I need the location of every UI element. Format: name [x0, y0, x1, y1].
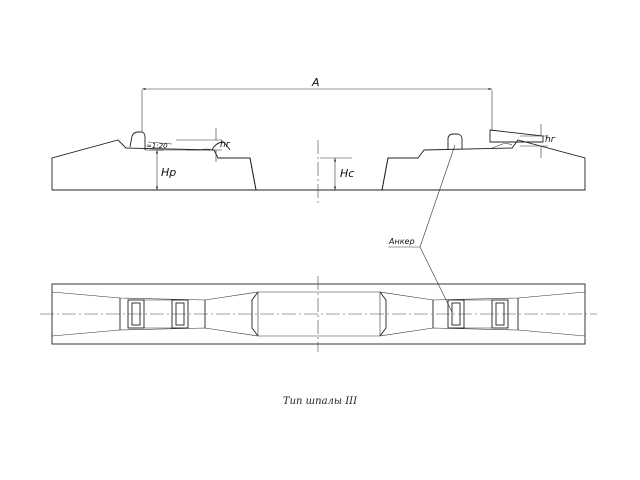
plan-view: [40, 276, 597, 352]
side-view: A ≈1:20 hг hг Hр Hc: [51, 76, 586, 205]
drawing-caption: Тип шпалы III: [283, 396, 358, 407]
anchor-callout: Анкер: [388, 144, 456, 313]
right-shoulder: [447, 133, 463, 150]
slope-leader: [147, 141, 173, 145]
left-pad-bump: [211, 141, 231, 151]
hr-label: Hр: [161, 166, 176, 179]
anchor-leader-bottom: [419, 246, 453, 313]
side-view-outline: [51, 139, 586, 191]
left-shoulder: [129, 131, 146, 150]
anchor-leader-top: [419, 144, 456, 248]
hc-label: Hc: [340, 167, 354, 180]
right-rail-stub: [489, 129, 544, 143]
slope-label: ≈1:20: [146, 142, 168, 150]
plan-taper-top: [51, 291, 586, 301]
right-rail-seat: [491, 143, 513, 149]
middle-recess: [249, 157, 389, 191]
hg-left-label: hг: [220, 140, 231, 150]
plan-right-pad: [464, 299, 492, 329]
hg-right-ext: [520, 135, 548, 147]
plan-taper-bottom: [51, 327, 586, 337]
plan-left-pad: [144, 299, 172, 329]
dim-a-label: A: [311, 76, 320, 89]
hg-right-label: hг: [545, 135, 556, 145]
anchor-label: Анкер: [388, 237, 415, 246]
